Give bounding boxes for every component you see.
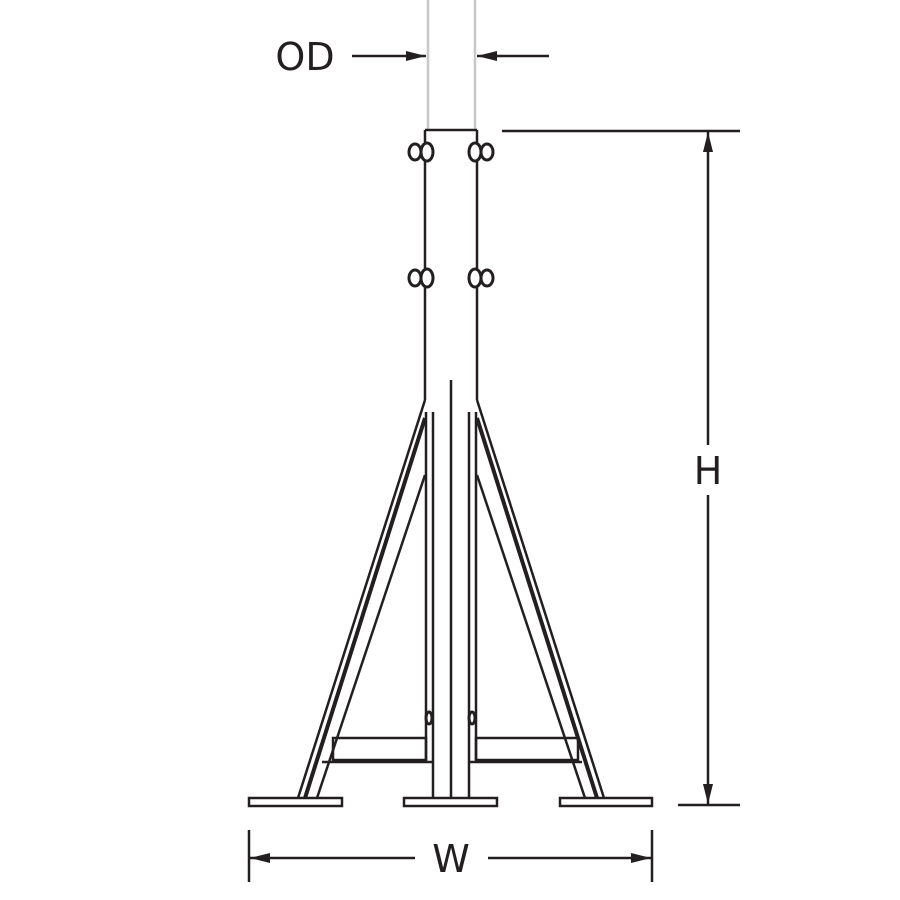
bolts: [407, 141, 495, 726]
width-label: W: [432, 837, 470, 881]
feet: [247, 796, 654, 808]
height-label: H: [694, 449, 723, 493]
pipe: [426, 0, 477, 130]
height-dimension: [502, 129, 740, 807]
left-leg: [296, 399, 427, 799]
braces: [322, 736, 582, 764]
stand-column: [423, 128, 479, 798]
od-label: OD: [275, 35, 334, 79]
right-leg: [475, 399, 606, 799]
width-dimension: [247, 830, 654, 882]
